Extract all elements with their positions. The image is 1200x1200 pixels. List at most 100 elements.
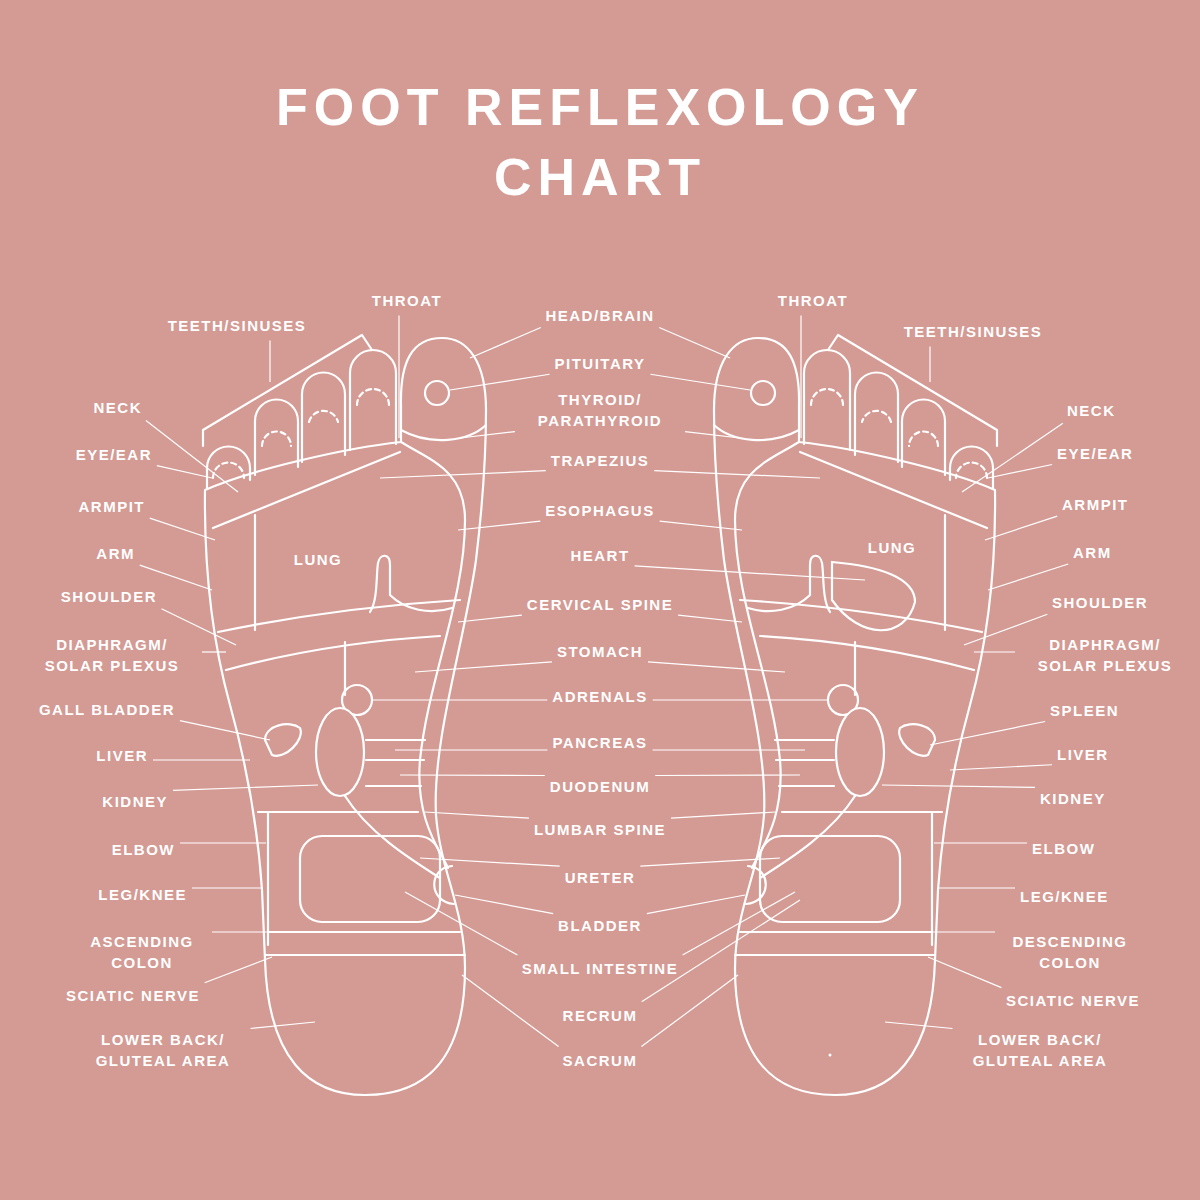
part-label: HEAD/BRAIN (545, 305, 654, 326)
leader-line (458, 615, 522, 622)
leader-line (250, 1022, 315, 1028)
part-label: THROAT (778, 290, 848, 311)
part-label: TRAPEZIUS (551, 450, 650, 471)
part-label: ARM (1073, 542, 1112, 563)
leader-line (173, 785, 318, 790)
leader-line (974, 651, 1015, 652)
leader-line (420, 858, 560, 866)
leader-line (470, 327, 541, 358)
leader-line (202, 651, 226, 652)
part-label: STOMACH (557, 641, 643, 662)
leader-line (683, 892, 795, 955)
leader-line (678, 615, 742, 622)
leader-line (653, 699, 828, 700)
part-label: HEART (570, 545, 629, 566)
leader-line (269, 341, 270, 383)
leader-line (398, 316, 399, 439)
leader-line (450, 374, 550, 390)
leader-line (988, 564, 1068, 590)
leader-line (647, 895, 745, 914)
leader-line (685, 432, 740, 438)
part-label: ARM (96, 543, 135, 564)
leader-line (659, 327, 730, 358)
part-label: TEETH/SINUSES (904, 321, 1043, 342)
leader-line (455, 895, 553, 914)
part-label: LEG/KNEE (98, 884, 187, 905)
part-label: DESCENDING COLON (1000, 931, 1140, 973)
leader-line (192, 887, 262, 888)
chart-title: FOOT REFLEXOLOGY CHART (220, 72, 980, 212)
leader-line (655, 774, 800, 776)
part-label: DUODENUM (550, 776, 650, 797)
part-label: CERVICAL SPINE (527, 594, 673, 615)
part-label: LUNG (294, 549, 343, 570)
leader-line (458, 521, 540, 530)
part-label: DIAPHRAGM/ SOLAR PLEXUS (27, 634, 197, 676)
leader-line (405, 892, 517, 955)
part-label: DIAPHRAGM/ SOLAR PLEXUS (1020, 634, 1190, 676)
part-label: PITUITARY (555, 353, 646, 374)
part-label: SCIATIC NERVE (66, 985, 200, 1006)
part-label: SHOULDER (1052, 592, 1148, 613)
part-label: NECK (93, 397, 142, 418)
part-label: SPLEEN (1050, 700, 1119, 721)
part-label: LIVER (1057, 744, 1109, 765)
part-label: LUNG (868, 537, 917, 558)
leader-line (648, 662, 785, 672)
leader-line (934, 842, 1027, 843)
leader-line (928, 957, 1001, 988)
leader-line (400, 774, 545, 776)
leader-line (642, 900, 800, 1002)
leader-line (635, 566, 865, 580)
leader-line (671, 812, 775, 818)
part-label: EYE/EAR (1057, 443, 1133, 464)
part-label: LEG/KNEE (1020, 886, 1109, 907)
leader-line (985, 516, 1057, 540)
part-label: ADRENALS (552, 686, 647, 707)
part-label: GALL BLADDER (39, 699, 175, 720)
part-label: SCIATIC NERVE (1006, 990, 1140, 1011)
leader-line (150, 518, 215, 540)
bottom-dot (829, 1054, 832, 1057)
leader-line (157, 466, 212, 478)
leader-line (653, 749, 805, 750)
part-label: ARMPIT (1062, 494, 1129, 515)
part-label: LOWER BACK/ GLUTEAL AREA (81, 1029, 246, 1071)
leader-line (205, 957, 272, 983)
leader-line (930, 722, 1045, 746)
part-label: SACRUM (563, 1050, 638, 1071)
leader-line (161, 609, 236, 645)
part-label: LUMBAR SPINE (534, 819, 666, 840)
leader-line (372, 699, 547, 700)
leader-line (929, 347, 930, 383)
leader-line (425, 812, 529, 818)
part-label: SMALL INTESTINE (522, 958, 678, 979)
part-label: EYE/EAR (76, 444, 152, 465)
part-label: LOWER BACK/ GLUTEAL AREA (958, 1029, 1123, 1071)
leader-line (153, 759, 250, 760)
leader-line (415, 662, 552, 672)
leader-line (950, 765, 1052, 770)
leader-line (910, 931, 995, 932)
leader-line (140, 565, 212, 590)
part-label: ELBOW (112, 839, 175, 860)
heart-shape (832, 562, 915, 630)
leader-line (180, 721, 270, 740)
part-label: THROAT (372, 290, 442, 311)
part-label: ASCENDING COLON (77, 931, 207, 973)
leader-line (395, 749, 547, 750)
leader-line (988, 465, 1052, 478)
leader-line (660, 521, 742, 530)
part-label: KIDNEY (102, 791, 168, 812)
leader-line (641, 975, 738, 1047)
leader-line (180, 842, 266, 843)
part-label: ESOPHAGUS (545, 500, 654, 521)
part-label: ELBOW (1032, 838, 1095, 859)
left-foot (203, 335, 486, 1095)
part-label: BLADDER (558, 915, 642, 936)
part-label: SHOULDER (61, 586, 157, 607)
part-label: PANCREAS (552, 732, 647, 753)
leader-line (800, 316, 801, 439)
leader-line (462, 975, 559, 1047)
